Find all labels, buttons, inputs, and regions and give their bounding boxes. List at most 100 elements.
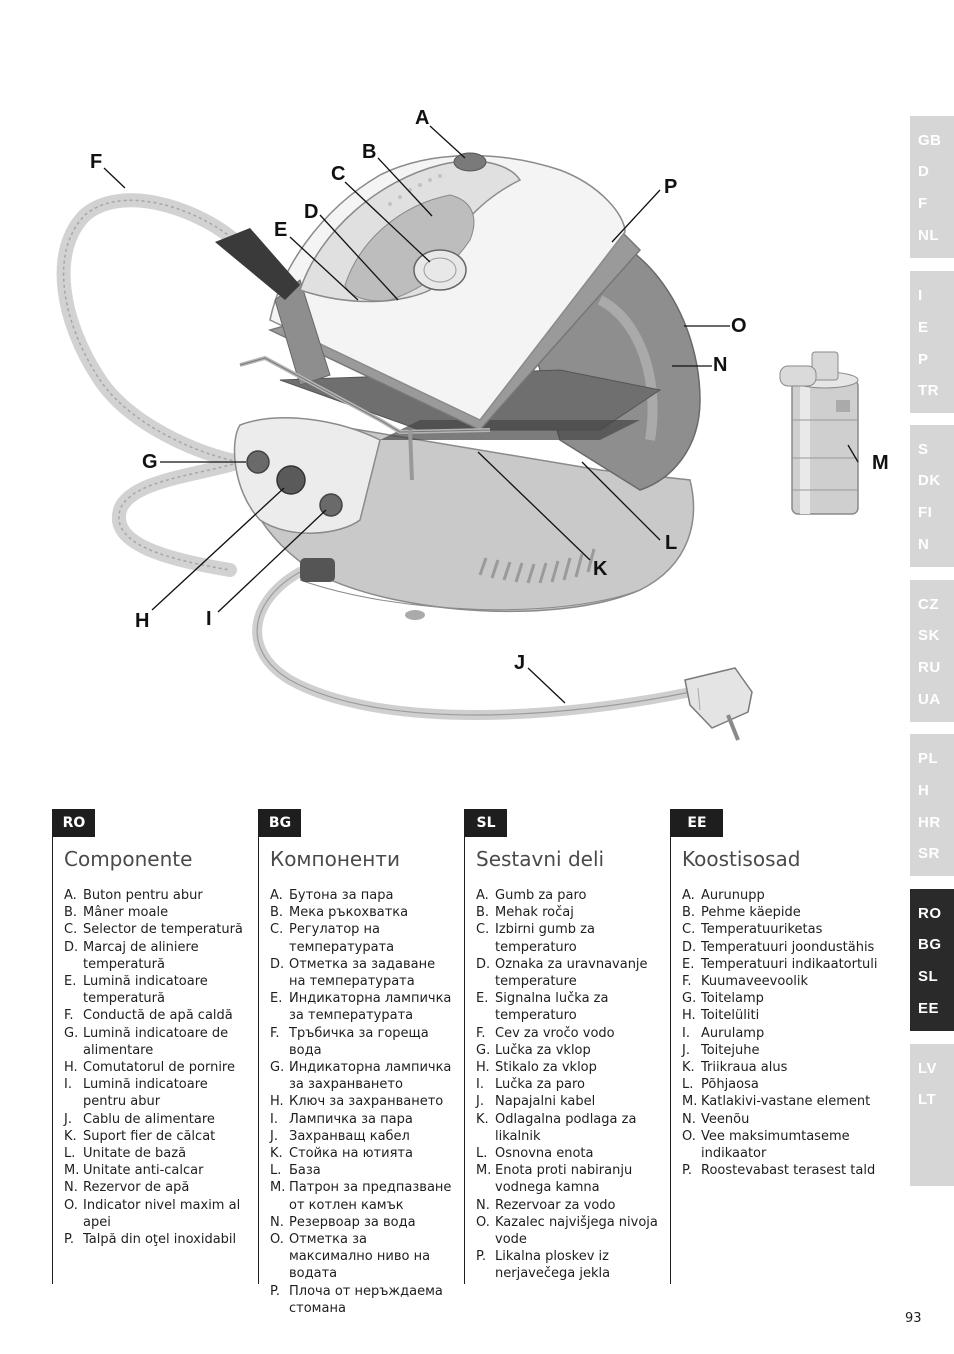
list-item: F.Тръбичка за гореща вода (270, 1025, 429, 1058)
list-item: G.Lumină indicatoare de alimentare (64, 1025, 229, 1058)
callout-l: L (665, 532, 678, 554)
callout-e: E (274, 219, 288, 241)
list-item: G.Индикаторна лампичка за захранването (270, 1060, 452, 1093)
lang-tab-tr[interactable]: TR (918, 382, 939, 399)
lang-tab-nl[interactable]: NL (918, 227, 939, 244)
list-item: C.Temperatuuriketas (682, 922, 823, 938)
list-item: P.Плоча от неръждаема стомана (270, 1283, 443, 1316)
lang-tab-sk[interactable]: SK (918, 627, 940, 644)
list-item: N.Rezervoar za vodo (476, 1197, 616, 1213)
list-item: L.Unitate de bază (64, 1146, 187, 1162)
lang-tab-p[interactable]: P (918, 351, 929, 368)
callout-a: A (415, 107, 430, 129)
list-item: A.Buton pentru abur (64, 888, 203, 903)
component-list: A.Бутона за пара B.Мека ръкохватка C.Рег… (270, 887, 454, 1317)
lang-group-gb-d-f-nl: GB D F NL (910, 116, 954, 258)
list-item: B.Pehme käepide (682, 905, 801, 921)
lang-tab-f[interactable]: F (918, 195, 928, 212)
section-tag: RO (53, 809, 95, 837)
lang-tab-s[interactable]: S (918, 441, 929, 458)
list-item: C.Selector de temperatură (64, 922, 243, 938)
list-item: J.Napajalni kabel (476, 1094, 596, 1110)
section-title: Sestavni deli (476, 847, 605, 871)
lang-group-lv-lt: LV LT (910, 1044, 954, 1186)
list-item: J.Toitejuhe (682, 1042, 760, 1058)
list-item: A.Gumb za paro (476, 888, 587, 903)
list-item: A.Aurunupp (682, 888, 765, 903)
lang-tab-ua[interactable]: UA (918, 691, 941, 708)
lang-tab-e[interactable]: E (918, 319, 929, 336)
lang-tab-lv[interactable]: LV (918, 1060, 938, 1077)
list-item: H.Stikalo za vklop (476, 1060, 597, 1076)
lang-tab-gb[interactable]: GB (918, 132, 942, 149)
section-title: Koostisosad (682, 847, 801, 871)
list-item: P.Likalna ploskev iz nerjavečega jekla (476, 1249, 611, 1282)
list-item: B.Mâner moale (64, 905, 169, 921)
callout-i: I (206, 608, 212, 630)
list-item: E.Индикаторна лампичка за температурата (270, 991, 452, 1024)
list-item: H.Comutatorul de pornire (64, 1060, 235, 1076)
anti-calc-cartridge (779, 351, 859, 515)
lang-group-ro-bg-sl-ee: RO BG SL EE (910, 889, 954, 1031)
lang-tab-ru[interactable]: RU (918, 659, 941, 676)
lang-tab-d[interactable]: D (918, 163, 930, 180)
section-tag: SL (465, 809, 507, 837)
section-tag: BG (259, 809, 301, 837)
list-item: L.Osnovna enota (476, 1146, 594, 1162)
section-title: Componente (64, 847, 193, 871)
lang-tab-fi[interactable]: FI (918, 504, 933, 521)
lang-tab-lt[interactable]: LT (918, 1091, 937, 1108)
list-item: P.Talpă din oţel inoxidabil (64, 1232, 237, 1248)
lang-tab-cz[interactable]: CZ (918, 596, 939, 613)
section-bg: BG Компоненти A.Бутона за пара B.Мека ръ… (258, 809, 451, 1316)
list-item: D.Marcaj de aliniere temperatură (64, 939, 199, 972)
list-item: E.Signalna lučka za temperaturo (476, 991, 609, 1024)
callout-b: B (362, 141, 377, 163)
list-item: P.Roostevabast terasest tald (682, 1163, 876, 1179)
page-number: 93 (905, 1311, 922, 1326)
lang-tab-ro[interactable]: RO (918, 905, 942, 922)
callout-n: N (713, 354, 728, 376)
list-item: O.Kazalec najvišjega nivoja vode (476, 1214, 658, 1248)
list-item: M.Патрон за предпазване от котлен камък (270, 1180, 452, 1213)
list-item: F.Cev za vročo vodo (476, 1025, 615, 1041)
lang-group-cz-sk-ru-ua: CZ SK RU UA (910, 580, 954, 722)
section-ee: EE Koostisosad A.Aurunupp B.Pehme käepid… (670, 809, 878, 1284)
list-item: G.Toitelamp (682, 991, 764, 1007)
list-item: I.Lumină indicatoare pentru abur (64, 1077, 208, 1110)
list-item: L.Põhjaosa (682, 1077, 759, 1093)
iron-body (215, 152, 642, 481)
lang-tab-sr[interactable]: SR (918, 845, 940, 862)
lang-group-s-dk-fi-n: S DK FI N (910, 425, 954, 567)
lang-tab-n[interactable]: N (918, 536, 930, 553)
power-plug (684, 667, 753, 741)
callout-j: J (514, 652, 526, 674)
list-item: D.Temperatuuri joondustähis (682, 939, 875, 955)
lang-tab-hr[interactable]: HR (918, 814, 941, 831)
lang-tab-bg[interactable]: BG (918, 936, 942, 953)
lang-tab-pl[interactable]: PL (918, 750, 939, 767)
list-item: F.Kuumaveevoolik (682, 974, 809, 990)
list-item: F.Conductă de apă caldă (64, 1008, 233, 1024)
list-item: N.Rezervor de apă (64, 1180, 190, 1196)
list-item: C.Izbirni gumb za temperaturo (476, 922, 595, 955)
callout-p: P (664, 176, 678, 198)
callout-k: K (593, 558, 608, 580)
list-item: M.Unitate anti-calcar (64, 1163, 204, 1179)
section-title: Компоненти (270, 847, 400, 871)
section-sl: SL Sestavni deli A.Gumb za paro B.Mehak … (464, 809, 658, 1284)
lang-tab-sl[interactable]: SL (918, 968, 939, 985)
lang-tab-dk[interactable]: DK (918, 472, 941, 489)
lang-tab-ee[interactable]: EE (918, 1000, 940, 1017)
lang-group-i-e-p-tr: I E P TR (910, 271, 954, 413)
callout-c: C (331, 163, 346, 185)
component-list: A.Aurunupp B.Pehme käepide C.Temperatuur… (682, 887, 882, 1179)
lang-group-pl-h-hr-sr: PL H HR SR (910, 734, 954, 876)
lang-tab-i[interactable]: I (918, 287, 923, 304)
list-item: H.Ключ за захранването (270, 1094, 444, 1110)
list-item: K.Suport fier de călcat (64, 1128, 216, 1144)
list-item: H.Toitelüliti (682, 1008, 760, 1024)
callout-f: F (90, 151, 103, 173)
lang-tab-h[interactable]: H (918, 782, 930, 799)
list-item: N.Резервоар за вода (270, 1214, 416, 1230)
